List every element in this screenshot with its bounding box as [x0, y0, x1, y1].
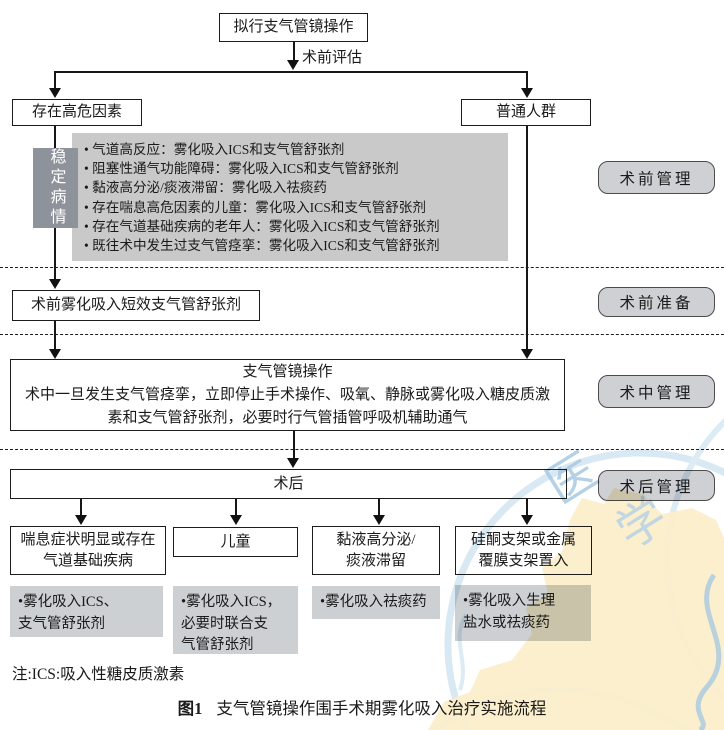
node-bronchoscopy-operation-title: 支气管镜操作: [242, 363, 333, 380]
footnote-ics-definition: 注:ICS:吸入性糖皮质激素: [12, 666, 185, 683]
stage-divider-3: [0, 449, 724, 450]
arrow-down-icon: [373, 515, 385, 525]
figure-caption: 图1 支气管镜操作围手术期雾化吸入治疗实施流程: [0, 695, 724, 719]
arrow-down-icon: [49, 88, 61, 98]
node-general-population: 普通人群: [461, 99, 591, 126]
figure-caption-number: 图1: [177, 699, 203, 718]
stage-badge-postop-management: 术后管理: [598, 470, 715, 501]
pre-evaluation-label: 术前评估: [302, 50, 363, 66]
node-condition-children: 儿童: [173, 527, 298, 557]
arrow-down-icon: [75, 515, 87, 525]
connector-post-4: [526, 499, 528, 516]
arrow-down-icon: [49, 349, 61, 359]
node-postoperative: 术后: [10, 469, 567, 499]
watermark-ring-icon: [664, 418, 724, 702]
connector-op-to-post: [293, 431, 295, 459]
node-high-risk: 存在高危因素: [12, 99, 142, 126]
arrow-down-icon: [521, 88, 533, 98]
connector-post-2: [235, 499, 237, 516]
risk-item: • 既往术中发生过支气管痉挛：雾化吸入ICS和支气管舒张剂: [84, 238, 440, 254]
risk-item: • 存在气道基础疾病的老年人：雾化吸入ICS和支气管舒张剂: [84, 218, 440, 234]
treatment-ics-bronchodilator: •雾化吸入ICS、 支气管舒张剂: [10, 586, 163, 637]
arrow-down-icon: [230, 515, 242, 525]
node-condition-stent-implantation: 硅酮支架或金属 覆膜支架置入: [455, 526, 592, 575]
treatment-saline-or-expectorant: •雾化吸入生理 盐水或祛痰药: [455, 585, 591, 641]
connector-left-drop: [54, 71, 56, 89]
connector-post-1: [80, 499, 82, 516]
stage-badge-preop-management: 术前管理: [598, 161, 715, 194]
arrow-down-icon: [49, 279, 61, 289]
stage-divider-2: [0, 334, 724, 335]
connector-left-to-op: [54, 321, 56, 351]
arrow-down-icon: [287, 458, 299, 468]
treatment-ics-combined-bronchodilator: •雾化吸入ICS， 必要时联合支 气管舒张剂: [173, 586, 298, 654]
stabilize-condition-label: 稳定病情: [33, 148, 78, 228]
risk-item: • 存在喘息高危因素的儿童：雾化吸入ICS和支气管舒张剂: [84, 199, 426, 215]
figure-caption-text: 支气管镜操作围手术期雾化吸入治疗实施流程: [216, 699, 547, 718]
risk-factor-panel: • 气道高反应：雾化吸入ICS和支气管舒张剂 • 阻塞性通气功能障碍：雾化吸入I…: [72, 133, 508, 261]
node-bronchoscopy-operation-body: 术中一旦发生支气管痉挛，立即停止手术操作、吸氧、静脉或雾化吸入糖皮质激素和支气管…: [24, 386, 550, 426]
treatment-expectorant: •雾化吸入祛痰药: [312, 586, 440, 619]
node-condition-wheezing-airway-disease: 喘息症状明显或存在 气道基础疾病: [10, 526, 166, 575]
stage-badge-preop-preparation: 术前准备: [598, 287, 715, 317]
stage-badge-intraop-management: 术中管理: [598, 375, 715, 408]
connector-split: [55, 71, 528, 73]
risk-item: • 气道高反应：雾化吸入ICS和支气管舒张剂: [84, 142, 345, 157]
risk-item: • 黏液高分泌/痰液滞留：雾化吸入祛痰药: [84, 180, 328, 196]
node-preop-nebulized-bronchodilator: 术前雾化吸入短效支气管舒张剂: [12, 290, 260, 321]
arrow-down-icon: [521, 515, 533, 525]
arrow-down-icon: [521, 349, 533, 359]
risk-item: • 阻塞性通气功能障碍：雾化吸入ICS和支气管舒张剂: [84, 161, 399, 177]
connector-right-drop: [526, 71, 528, 89]
connector-right-to-op: [526, 126, 528, 351]
connector-post-3: [378, 499, 380, 516]
arrow-down-icon: [287, 60, 299, 70]
node-planned-bronchoscopy: 拟行支气管镜操作: [219, 13, 368, 42]
stage-divider-1: [0, 267, 724, 268]
connector-top: [293, 42, 295, 62]
node-condition-mucus-hypersecretion: 黏液高分泌/ 痰液滞留: [312, 526, 440, 575]
